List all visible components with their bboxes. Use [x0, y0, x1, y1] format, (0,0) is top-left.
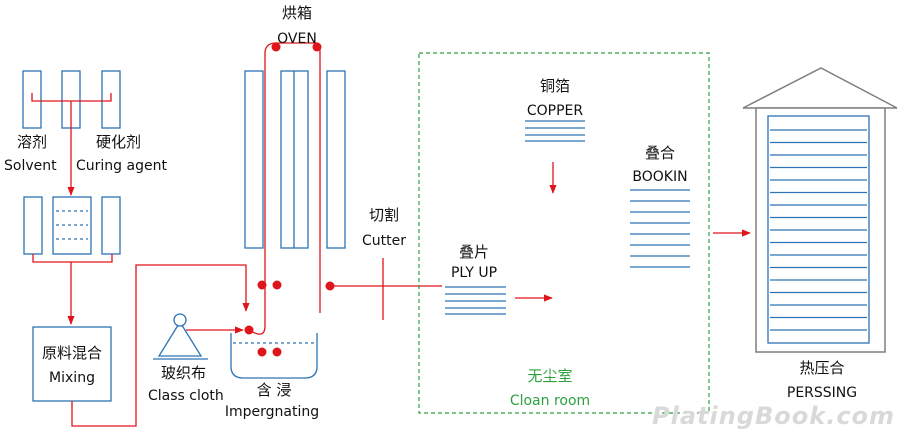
curing-agent-label: Curing agent — [76, 158, 167, 174]
mixing-feed-lines — [32, 254, 113, 325]
watermark: PlatingBook.com — [652, 402, 895, 430]
oven-label: OVEN — [277, 31, 317, 47]
clean-room-boundary — [418, 52, 710, 414]
oven-label-cn: 烘箱 — [282, 4, 312, 22]
impregnating-label: Impergnating — [225, 404, 319, 420]
cloth-label: Class cloth — [148, 388, 224, 404]
clean-room-label-cn: 无尘室 — [527, 367, 572, 385]
press-chamber — [767, 115, 870, 344]
booking-label: BOOKIN — [632, 169, 687, 185]
clean-room-label: Cloan room — [510, 393, 590, 409]
copper-label: COPPER — [527, 103, 584, 119]
copper-label-cn: 铜箔 — [540, 77, 570, 95]
solvent-label-cn: 溶剂 — [17, 133, 47, 151]
prepreg-web-line — [248, 42, 321, 335]
mixing-box — [32, 326, 112, 402]
cutter-label: Cutter — [362, 233, 406, 249]
pressing-label: PERSSING — [787, 385, 857, 401]
mixing-tanks — [23, 196, 121, 255]
glass-cloth-roll — [153, 313, 208, 360]
booking-label-cn: 叠合 — [645, 144, 675, 162]
oven-bottom-roller — [257, 280, 267, 290]
impregnation-tank — [230, 333, 318, 379]
impregnating-label-cn: 含 浸 — [257, 381, 292, 399]
press-plates — [770, 129, 867, 331]
oven-top-roller — [271, 42, 281, 52]
copper-foil-stack — [525, 120, 585, 142]
resin-feed-line — [71, 264, 250, 427]
solvent-label: Solvent — [4, 158, 57, 174]
ply-up-stack — [445, 286, 506, 315]
mixing-label: Mixing — [49, 370, 95, 386]
booking-stack — [630, 189, 690, 268]
cutter-label-cn: 切割 — [369, 206, 399, 224]
dip-roller — [257, 347, 267, 357]
solvent-feed-lines — [31, 93, 112, 196]
curing-agent-label-cn: 硬化剂 — [96, 133, 141, 151]
mixing-label-cn: 原料混合 — [42, 344, 102, 362]
cloth-label-cn: 玻织布 — [161, 364, 206, 382]
plyup-label: PLY UP — [451, 265, 497, 281]
plyup-label-cn: 叠片 — [459, 243, 489, 261]
oven-panels — [244, 70, 346, 249]
press-roof — [742, 67, 898, 109]
oven-bottom-roller — [272, 280, 282, 290]
dip-roller — [272, 347, 282, 357]
pressing-label-cn: 热压合 — [799, 359, 844, 377]
